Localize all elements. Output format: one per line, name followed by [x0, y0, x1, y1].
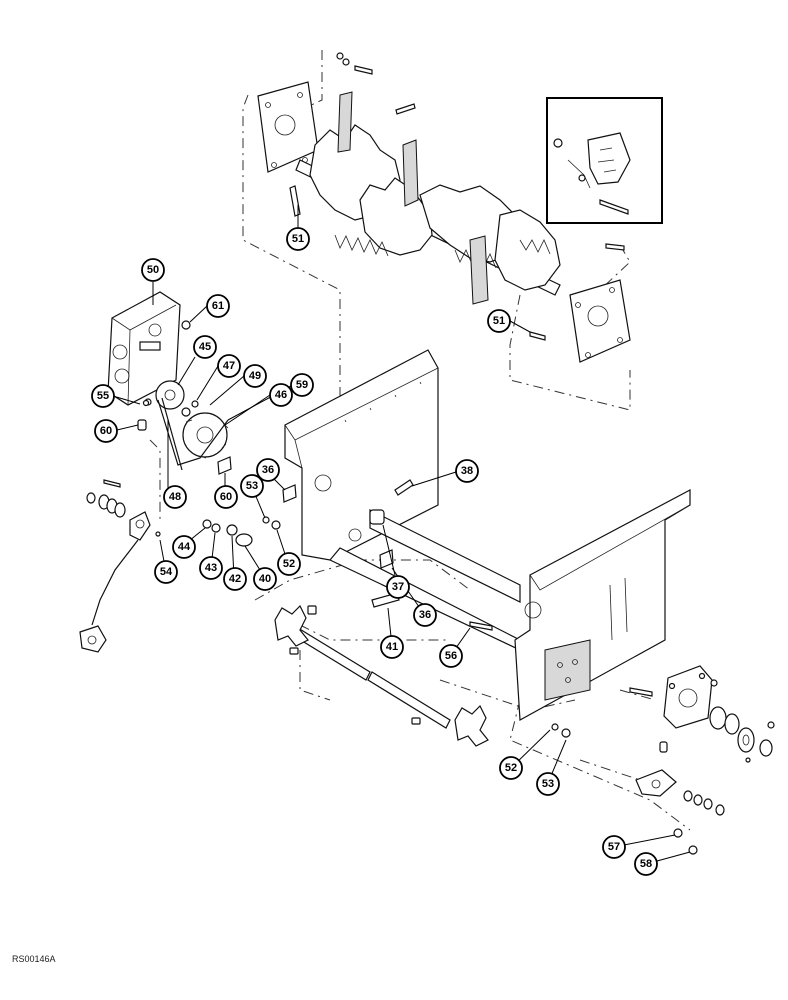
drive-sprockets: [137, 380, 229, 471]
svg-text:51: 51: [292, 233, 304, 245]
callout-59: 59: [290, 373, 314, 397]
callout-60-left: 60: [94, 419, 118, 443]
svg-text:36: 36: [262, 464, 274, 476]
callout-58: 58: [634, 852, 658, 876]
callout-57: 57: [602, 835, 626, 859]
left-bearing-assembly: [79, 479, 281, 653]
figure-reference-code: RS00146A: [12, 954, 56, 964]
callout-37: 37: [386, 575, 410, 599]
svg-text:40: 40: [259, 573, 271, 585]
svg-text:46: 46: [275, 389, 287, 401]
callout-51-upper: 51: [286, 227, 310, 251]
svg-text:55: 55: [97, 390, 109, 402]
callout-52-upper: 52: [277, 552, 301, 576]
callout-53-upper: 53: [240, 474, 264, 498]
callout-36-lower: 36: [413, 603, 437, 627]
svg-text:59: 59: [296, 379, 308, 391]
svg-text:45: 45: [199, 341, 211, 353]
svg-text:43: 43: [205, 562, 217, 574]
callout-36-upper: 36: [256, 458, 280, 482]
callout-43: 43: [199, 556, 223, 580]
lower-shaft: [274, 592, 489, 747]
callout-49: 49: [243, 364, 267, 388]
svg-text:42: 42: [229, 573, 241, 585]
callout-47: 47: [217, 354, 241, 378]
svg-text:50: 50: [147, 264, 159, 276]
svg-text:53: 53: [246, 480, 258, 492]
svg-text:36: 36: [419, 609, 431, 621]
callout-52-lower: 52: [499, 756, 523, 780]
svg-text:52: 52: [505, 762, 517, 774]
callout-53-lower: 53: [536, 772, 560, 796]
svg-text:51: 51: [493, 315, 505, 327]
svg-text:58: 58: [640, 858, 652, 870]
right-bearing-assembly: [469, 621, 775, 855]
callout-44: 44: [172, 535, 196, 559]
svg-text:53: 53: [542, 778, 554, 790]
svg-text:54: 54: [160, 566, 173, 578]
callout-51-right: 51: [487, 309, 511, 333]
svg-text:52: 52: [283, 558, 295, 570]
svg-text:38: 38: [461, 465, 473, 477]
svg-text:44: 44: [178, 541, 191, 553]
callout-42: 42: [223, 567, 247, 591]
svg-text:60: 60: [100, 425, 112, 437]
callout-60-right: 60: [214, 485, 238, 509]
svg-text:47: 47: [223, 360, 235, 372]
callout-50: 50: [141, 258, 165, 282]
svg-text:37: 37: [392, 581, 404, 593]
rotor-assembly: [257, 52, 631, 363]
callout-48: 48: [163, 485, 187, 509]
svg-text:48: 48: [169, 491, 181, 503]
callout-45: 45: [193, 335, 217, 359]
svg-text:56: 56: [445, 650, 457, 662]
callout-55: 55: [91, 384, 115, 408]
callout-54: 54: [154, 560, 178, 584]
callout-40: 40: [253, 567, 277, 591]
svg-text:49: 49: [249, 370, 261, 382]
inset-detail: [546, 97, 663, 224]
svg-text:57: 57: [608, 841, 620, 853]
callout-56: 56: [439, 644, 463, 668]
main-frame: [217, 349, 691, 721]
svg-text:61: 61: [212, 300, 224, 312]
callout-41: 41: [380, 635, 404, 659]
callout-38: 38: [455, 459, 479, 483]
svg-text:41: 41: [386, 641, 398, 653]
callout-61: 61: [206, 294, 230, 318]
callout-46: 46: [269, 383, 293, 407]
svg-text:60: 60: [220, 491, 232, 503]
